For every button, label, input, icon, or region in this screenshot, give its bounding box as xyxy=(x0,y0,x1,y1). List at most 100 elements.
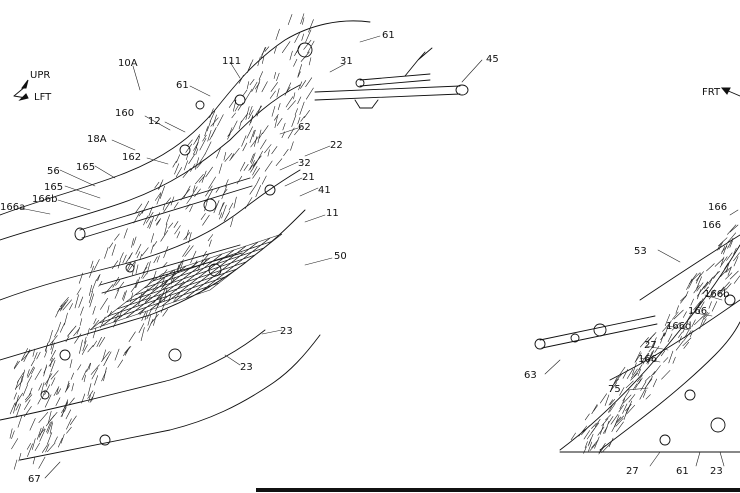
hatch-stroke xyxy=(89,396,93,403)
hatch-stroke xyxy=(174,225,181,235)
hatch-stroke xyxy=(570,432,576,441)
hatch-stroke xyxy=(686,278,693,290)
hatch-stroke xyxy=(619,398,626,410)
hatch-stroke xyxy=(180,189,190,201)
hatch-stroke xyxy=(38,383,43,391)
ref-label: 50 xyxy=(334,251,347,262)
hatch-stroke xyxy=(215,186,220,193)
hatch-stroke xyxy=(212,114,217,127)
hatch-stroke xyxy=(122,254,127,264)
hatch-stroke xyxy=(204,126,208,137)
hatch-stroke xyxy=(218,163,223,174)
hatch-stroke xyxy=(274,116,278,128)
hatch-stroke xyxy=(619,387,625,396)
hatch-stroke xyxy=(252,155,262,167)
hatch-stroke xyxy=(307,40,315,54)
hatch-stroke xyxy=(261,56,265,64)
direction-label-upper: UPR xyxy=(30,70,50,81)
hatch-stroke xyxy=(647,357,652,365)
hatch-stroke xyxy=(726,252,733,261)
hatch-stroke xyxy=(690,298,694,306)
hatch-stroke xyxy=(733,256,739,267)
hatch-stroke xyxy=(168,222,174,229)
hatch-stroke xyxy=(697,298,704,308)
hatch-stroke xyxy=(693,284,700,294)
hatch-stroke xyxy=(123,290,127,302)
hatch-stroke xyxy=(65,399,69,406)
hatch-stroke xyxy=(24,392,32,401)
hatch-stroke xyxy=(54,436,58,443)
hatch-stroke xyxy=(193,142,199,151)
hatch-stroke xyxy=(13,459,18,470)
hatch-stroke xyxy=(632,362,637,375)
ref-label: 10A xyxy=(118,58,138,69)
hatch-stroke xyxy=(34,368,42,380)
hatch-stroke xyxy=(700,314,706,320)
ref-label: 61 xyxy=(676,466,689,477)
hatch-stroke xyxy=(642,389,647,398)
hatch-stroke xyxy=(156,219,161,226)
hatch-stroke xyxy=(153,241,158,247)
hatch-stroke xyxy=(654,345,660,353)
hatch-stroke xyxy=(57,437,63,448)
hatch-stroke xyxy=(170,196,175,206)
hatch-stroke xyxy=(185,143,193,153)
hatch-stroke xyxy=(130,284,137,293)
hatch-stroke xyxy=(249,114,254,126)
hatch-stroke xyxy=(31,438,36,450)
hatch-stroke xyxy=(660,332,667,341)
hatch-stroke xyxy=(276,118,283,126)
hatch-stroke xyxy=(240,161,246,172)
hatch-stroke xyxy=(45,414,55,427)
hatch-stroke xyxy=(714,258,724,267)
right-view: 166 166 53 166b 166 166d 27 166 63 75 27… xyxy=(524,87,740,477)
hatch-stroke xyxy=(696,289,702,300)
hatch-stroke xyxy=(154,181,160,189)
hatch-stroke xyxy=(152,270,157,282)
hatch-stroke xyxy=(622,390,630,402)
hatch-stroke xyxy=(14,392,24,406)
hatch-stroke xyxy=(59,296,69,308)
hatch-stroke xyxy=(20,348,29,362)
hatch-stroke xyxy=(291,114,297,127)
ref-label: 67 xyxy=(28,474,41,485)
hatch-stroke xyxy=(207,234,214,242)
hatch-stroke xyxy=(680,297,685,304)
hatch-stroke xyxy=(255,79,261,93)
hatch-stroke xyxy=(623,394,632,404)
hatch-stroke xyxy=(23,349,31,363)
hatch-stroke xyxy=(38,411,49,424)
hatch-stroke xyxy=(26,369,30,377)
hatch-stroke xyxy=(153,256,158,264)
hatch-stroke xyxy=(81,393,86,404)
hatch-stroke xyxy=(699,317,704,330)
hatch-stroke xyxy=(69,303,73,311)
hatch-stroke xyxy=(607,416,614,425)
hatch-stroke xyxy=(591,422,600,434)
hatch-stroke xyxy=(617,366,626,378)
hatch-stroke xyxy=(598,442,606,454)
hatch-stroke xyxy=(115,279,120,286)
hatch-stroke xyxy=(234,105,239,112)
hatch-stroke xyxy=(224,153,233,162)
ref-label: 23 xyxy=(710,466,723,477)
hatch-stroke xyxy=(300,116,305,122)
hatch-stroke xyxy=(90,260,94,269)
hatch-stroke xyxy=(188,153,196,164)
hatch-stroke xyxy=(78,272,84,284)
hatch-stroke xyxy=(716,286,725,296)
hatch-stroke xyxy=(725,272,733,280)
hatch-stroke xyxy=(150,244,154,254)
hatch-stroke xyxy=(174,163,180,175)
hatch-stroke xyxy=(260,47,266,60)
hatch-stroke xyxy=(138,210,144,217)
hatch-stroke xyxy=(147,318,154,332)
hatch-stroke xyxy=(19,375,23,390)
hatch-stroke xyxy=(605,414,612,421)
hatch-stroke xyxy=(39,428,45,436)
hatch-stroke xyxy=(66,418,72,430)
hatch-stroke xyxy=(664,313,671,327)
hatch-stroke xyxy=(648,345,654,353)
hatch-stroke xyxy=(82,340,87,352)
hatch-stroke xyxy=(626,404,636,414)
